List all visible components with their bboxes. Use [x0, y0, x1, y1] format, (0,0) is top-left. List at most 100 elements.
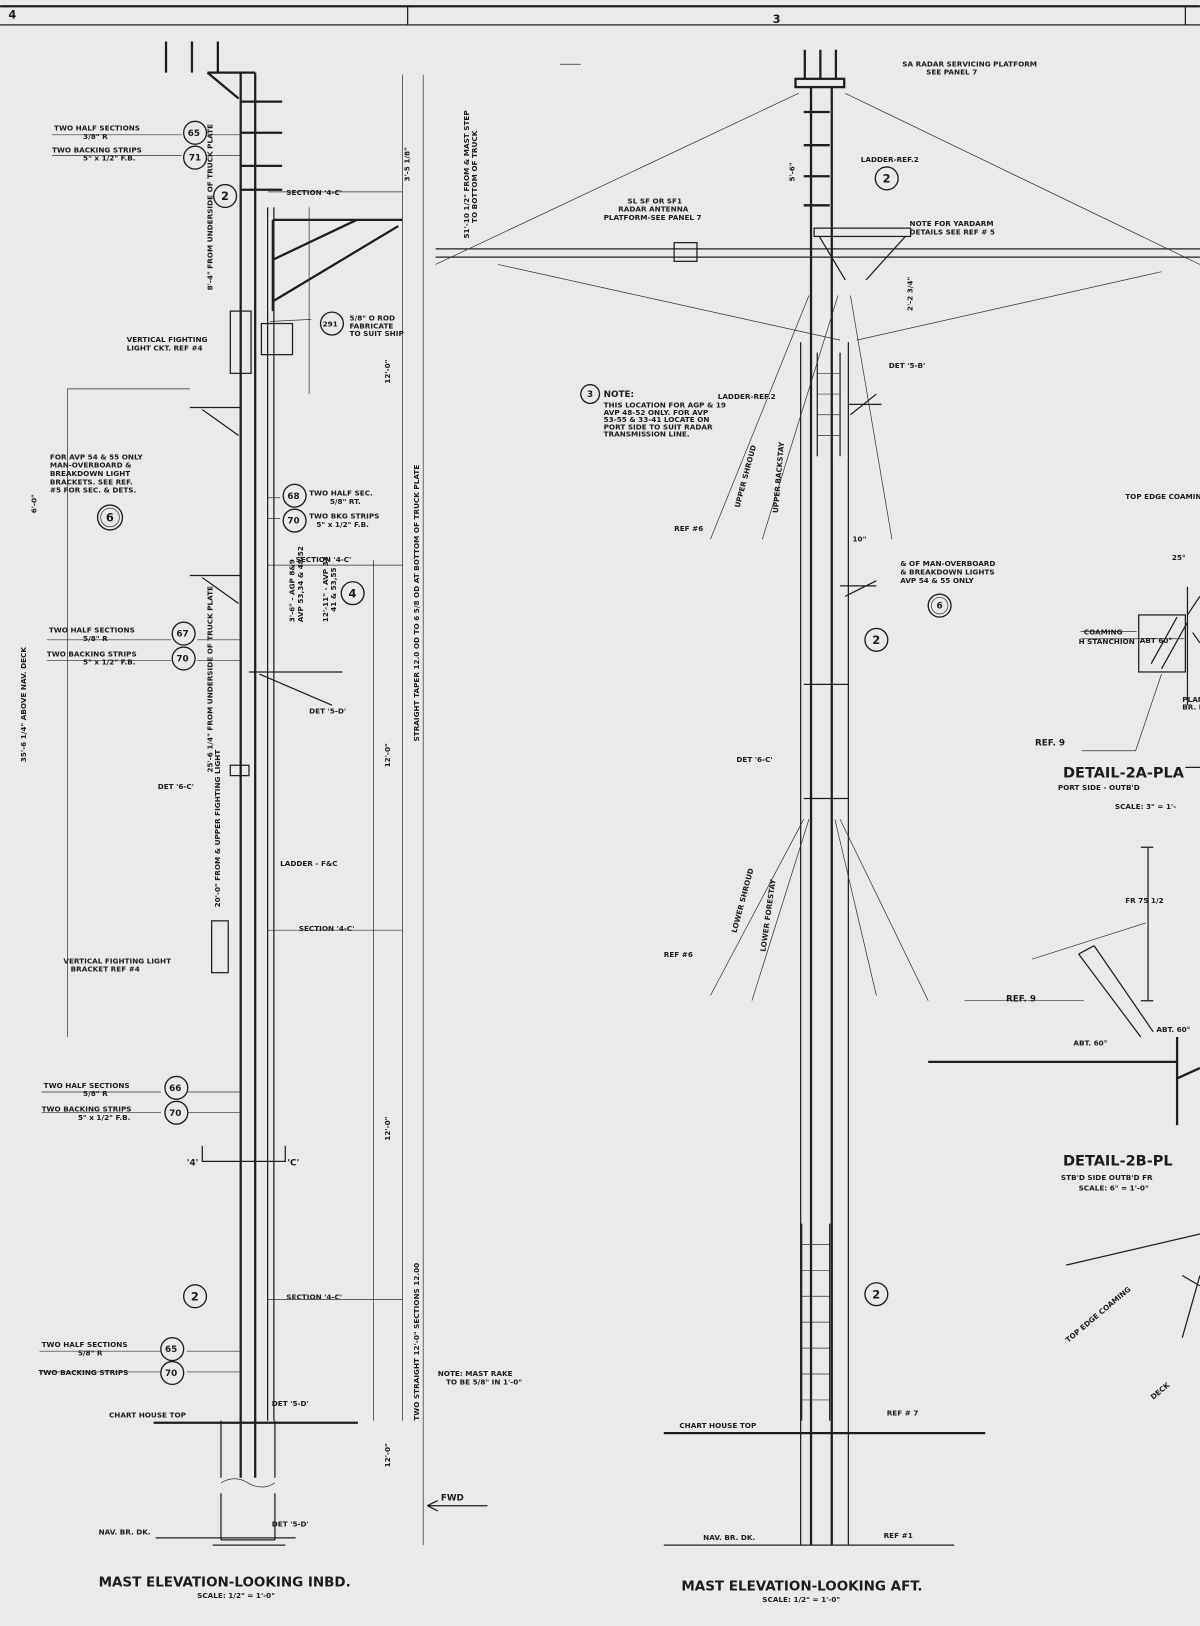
svg-text:2: 2	[883, 172, 891, 186]
svg-text:NOTE FOR YARDARM: NOTE FOR YARDARM	[910, 219, 994, 228]
svg-text:AVP 54 & 55 ONLY: AVP 54 & 55 ONLY	[900, 576, 974, 585]
svg-text:10": 10"	[853, 534, 867, 543]
svg-text:TWO BACKING STRIPS: TWO BACKING STRIPS	[38, 1368, 128, 1377]
svg-text:41 & 53,55: 41 & 53,55	[329, 567, 338, 611]
svg-text:SECTION '4-C': SECTION '4-C'	[286, 1292, 342, 1301]
svg-text:66: 66	[169, 1084, 181, 1094]
svg-text:70: 70	[176, 655, 188, 665]
angle-25-label: 25°	[1172, 553, 1186, 562]
svg-text:20'-0" FROM & UPPER FIGHTING L: 20'-0" FROM & UPPER FIGHTING LIGHT	[213, 750, 222, 908]
sheet-border: 4 3	[0, 5, 1200, 26]
left-labels: SECTION '4-C' SECTION '4-C' SECTION '4-C…	[19, 110, 522, 1600]
sheet-circle-2-a: 2	[874, 166, 899, 191]
callout-66: TWO HALF SECTIONS 5/8" R 66	[44, 1075, 189, 1100]
svg-text:AVP 53,34 & 48-52: AVP 53,34 & 48-52	[296, 546, 305, 622]
svg-text:'4': '4'	[187, 1159, 199, 1169]
svg-text:3: 3	[587, 390, 593, 400]
sheet-circle-2-c: 2	[864, 1282, 889, 1307]
svg-text:TO BE 5/8" IN 1'-0": TO BE 5/8" IN 1'-0"	[446, 1377, 522, 1386]
right-mast-drawing	[435, 49, 1200, 1546]
svg-text:TWO HALF SECTIONS: TWO HALF SECTIONS	[54, 124, 140, 133]
svg-text:DETAILS SEE REF # 5: DETAILS SEE REF # 5	[910, 227, 995, 236]
callout-70-a: TWO BACKING STRIPS 5" x 1/2" F.B. 70	[47, 646, 196, 671]
svg-text:5/8" RT.: 5/8" RT.	[330, 497, 361, 506]
svg-text:3'-6" - AGP 8&9: 3'-6" - AGP 8&9	[288, 559, 297, 622]
left-view-scale: SCALE: 1/2" = 1'-0"	[197, 1591, 275, 1600]
svg-text:TOP EDGE COAMING: TOP EDGE COAMING	[1064, 1285, 1133, 1345]
svg-text:PLAN: PLAN	[1182, 695, 1200, 704]
right-view-title: MAST ELEVATION-LOOKING AFT.	[681, 1579, 922, 1595]
svg-text:THIS LOCATION FOR AGP & 19: THIS LOCATION FOR AGP & 19	[604, 401, 726, 410]
svg-text:NOTE: MAST RAKE: NOTE: MAST RAKE	[438, 1369, 513, 1378]
svg-text:70: 70	[169, 1109, 181, 1119]
svg-text:TWO HALF SEC.: TWO HALF SEC.	[309, 489, 373, 498]
svg-text:PLATFORM-SEE PANEL 7: PLATFORM-SEE PANEL 7	[604, 213, 702, 222]
svg-text:ABT 60°: ABT 60°	[1140, 636, 1172, 645]
svg-text:UPPER BACKSTAY: UPPER BACKSTAY	[771, 441, 786, 514]
svg-text:BR. DK.: BR. DK.	[1182, 702, 1200, 711]
callout-68: 68 TWO HALF SEC. 5/8" RT.	[282, 483, 373, 508]
svg-text:FOR AVP 54 & 55 ONLY: FOR AVP 54 & 55 ONLY	[50, 452, 144, 461]
svg-text:2: 2	[221, 189, 229, 203]
svg-text:RADAR ANTENNA: RADAR ANTENNA	[618, 205, 689, 214]
left-view-title: MAST ELEVATION-LOOKING INBD.	[99, 1575, 351, 1591]
callout-71: TWO BACKING STRIPS 5" x 1/2" F.B. 71	[52, 145, 208, 170]
svg-text:2: 2	[872, 633, 880, 647]
svg-text:TRANSMISSION LINE.: TRANSMISSION LINE.	[604, 430, 690, 439]
svg-text:5" x 1/2" F.B.: 5" x 1/2" F.B.	[83, 154, 136, 163]
svg-text:12'-0": 12'-0"	[383, 359, 392, 383]
svg-text:5" x 1/2" F.B.: 5" x 1/2" F.B.	[83, 658, 136, 667]
svg-text:TWO HALF SECTIONS: TWO HALF SECTIONS	[44, 1081, 130, 1090]
svg-text:3/8" R: 3/8" R	[83, 132, 108, 141]
svg-text:TWO HALF SECTIONS: TWO HALF SECTIONS	[42, 1340, 128, 1349]
svg-text:VERTICAL FIGHTING LIGHT: VERTICAL FIGHTING LIGHT	[63, 956, 171, 965]
svg-text:BRACKETS. SEE REF.: BRACKETS. SEE REF.	[50, 477, 133, 486]
svg-text:SECTION '4-C': SECTION '4-C'	[286, 188, 342, 197]
svg-text:& OF MAN-OVERBOARD: & OF MAN-OVERBOARD	[900, 559, 995, 568]
svg-text:TWO STRAIGHT 12'-0" SECTIONS 1: TWO STRAIGHT 12'-0" SECTIONS 12.00	[412, 1263, 421, 1421]
left-callouts: TWO HALF SECTIONS 3/8" R 65 TWO BACKING …	[38, 120, 404, 1386]
svg-text:TWO BACKING STRIPS: TWO BACKING STRIPS	[52, 145, 142, 154]
svg-text:70: 70	[165, 1369, 177, 1379]
sheet-circle-2-top: 2	[213, 183, 238, 209]
svg-text:8'-4" FROM UNDERSIDE OF TRUCK: 8'-4" FROM UNDERSIDE OF TRUCK PLATE	[206, 124, 215, 290]
svg-text:SCALE: 3" = 1'-: SCALE: 3" = 1'-	[1115, 802, 1176, 811]
svg-text:12'-0": 12'-0"	[383, 743, 392, 767]
callout-70-b: TWO BACKING STRIPS 5" x 1/2" F.B. 70	[42, 1100, 189, 1125]
svg-text:SECTION '4-C': SECTION '4-C'	[299, 924, 355, 933]
svg-text:4: 4	[349, 586, 357, 600]
svg-text:NAV. BR. DK.: NAV. BR. DK.	[703, 1533, 755, 1542]
svg-text:CHART HOUSE TOP: CHART HOUSE TOP	[109, 1411, 187, 1420]
svg-text:LADDER-REF.2: LADDER-REF.2	[718, 392, 776, 401]
sheet-circle-2-b: 2	[864, 627, 889, 652]
svg-text:SL SF OR SF1: SL SF OR SF1	[627, 196, 682, 205]
svg-text:REF. 9: REF. 9	[1035, 739, 1065, 749]
svg-text:5/8" R: 5/8" R	[83, 634, 108, 643]
svg-text:FABRICATE: FABRICATE	[350, 322, 394, 331]
svg-text:65: 65	[165, 1345, 177, 1355]
svg-text:53-55 & 33-41 LOCATE ON: 53-55 & 33-41 LOCATE ON	[604, 415, 710, 424]
svg-text:51'-10 1/2" FROM & MAST STEP: 51'-10 1/2" FROM & MAST STEP	[462, 110, 471, 239]
sheet-circle-3: 3	[580, 384, 601, 405]
svg-text:DET '6-C': DET '6-C'	[158, 782, 194, 791]
svg-text:LOWER SHROUD: LOWER SHROUD	[730, 867, 756, 934]
svg-text:REF. 9: REF. 9	[1006, 995, 1036, 1005]
svg-text:65: 65	[188, 129, 200, 139]
svg-text:H STANCHION: H STANCHION	[1079, 637, 1135, 646]
svg-text:TWO HALF SECTIONS: TWO HALF SECTIONS	[49, 626, 135, 635]
detail-2b-title: DETAIL-2B-PL	[1063, 1154, 1173, 1170]
svg-text:TWO BACKING STRIPS: TWO BACKING STRIPS	[42, 1105, 132, 1114]
svg-text:SA RADAR SERVICING PLATFORM: SA RADAR SERVICING PLATFORM	[902, 59, 1037, 68]
svg-text:5" x 1/2" F.B.: 5" x 1/2" F.B.	[78, 1113, 131, 1122]
callout-65-top: TWO HALF SECTIONS 3/8" R 65	[54, 120, 208, 145]
svg-text:67: 67	[176, 630, 188, 640]
svg-text:68: 68	[287, 492, 299, 502]
svg-text:NAV. BR. DK.: NAV. BR. DK.	[99, 1528, 151, 1537]
note-title: NOTE:	[604, 390, 634, 400]
svg-text:TWO BKG STRIPS: TWO BKG STRIPS	[309, 511, 379, 520]
svg-text:FWD: FWD	[441, 1494, 464, 1504]
detail-2a-title: DETAIL-2A-PLA	[1063, 766, 1185, 782]
details-drawing	[928, 586, 1200, 1338]
svg-text:FR 75 1/2: FR 75 1/2	[1125, 896, 1163, 905]
